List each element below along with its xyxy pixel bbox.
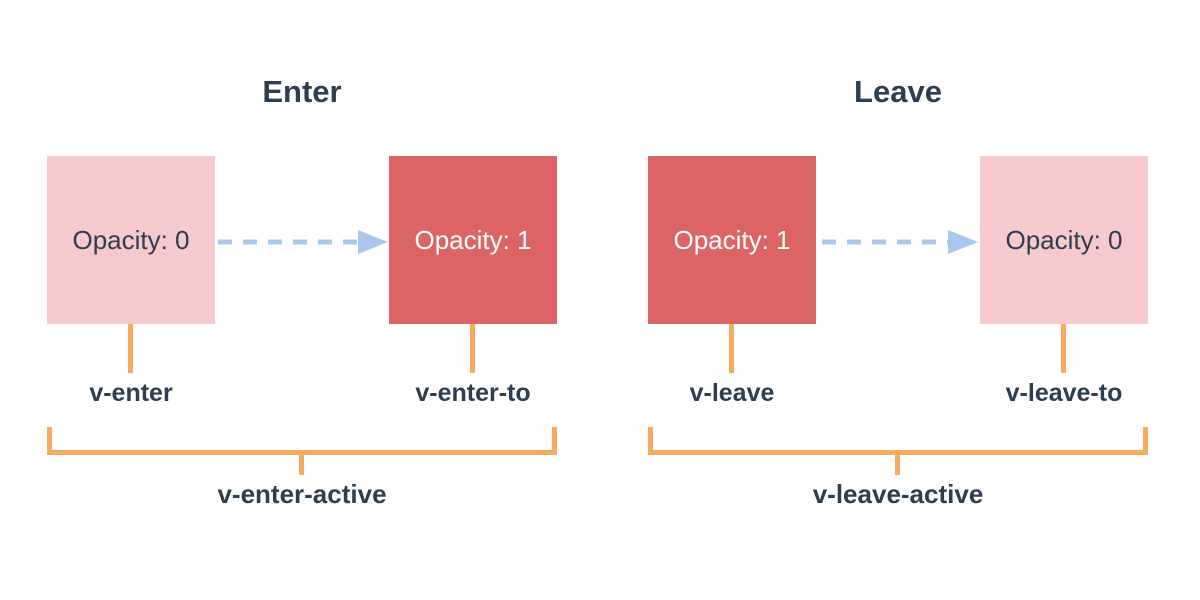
leave-to-box: Opacity: 0: [980, 156, 1148, 324]
enter-active-bracket: [47, 427, 557, 455]
enter-from-box: Opacity: 0: [47, 156, 215, 324]
enter-to-class-label: v-enter-to: [415, 379, 531, 407]
leave-to-connector-line: [1061, 324, 1066, 373]
enter-to-box: Opacity: 1: [389, 156, 557, 324]
enter-to-opacity-label: Opacity: 1: [414, 224, 532, 255]
leave-to-class-label: v-leave-to: [1005, 379, 1123, 407]
enter-from-opacity-label: Opacity: 0: [72, 224, 190, 255]
leave-active-bracket: [648, 427, 1148, 455]
enter-active-bracket-stem: [299, 455, 304, 475]
leave-from-class-label: v-leave: [689, 379, 775, 407]
enter-section-title: Enter: [262, 74, 342, 109]
leave-active-class-label: v-leave-active: [812, 479, 984, 509]
leave-active-bracket-stem: [895, 455, 900, 475]
enter-from-class-label: v-enter: [89, 379, 173, 407]
leave-dashed-arrow-icon: [822, 230, 978, 254]
enter-dashed-arrow-icon: [218, 230, 388, 254]
leave-from-box: Opacity: 1: [648, 156, 816, 324]
leave-from-opacity-label: Opacity: 1: [673, 224, 791, 255]
leave-section-title: Leave: [854, 74, 942, 109]
enter-to-connector-line: [470, 324, 475, 373]
enter-from-connector-line: [128, 324, 133, 373]
leave-from-connector-line: [729, 324, 734, 373]
enter-active-class-label: v-enter-active: [217, 479, 387, 509]
leave-to-opacity-label: Opacity: 0: [1005, 224, 1123, 255]
